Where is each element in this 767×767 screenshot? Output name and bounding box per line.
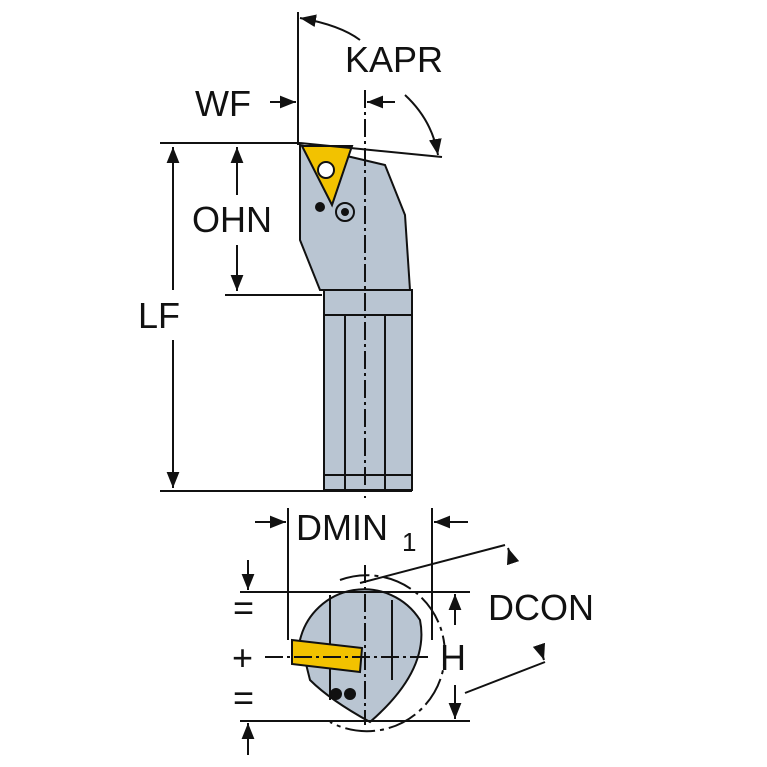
lf-label: LF xyxy=(138,295,180,336)
dcon-label: DCON xyxy=(488,587,594,628)
tool-end-view xyxy=(291,574,446,733)
tool-shank xyxy=(323,289,413,491)
ohn-label: OHN xyxy=(192,199,272,240)
equal-mark-bottom: = xyxy=(233,677,254,718)
dmin-label: DMIN xyxy=(296,507,388,548)
tool-side-view xyxy=(299,143,413,491)
h-label: H xyxy=(440,637,466,678)
dmin-subscript: 1 xyxy=(402,527,416,557)
kapr-label: KAPR xyxy=(345,39,443,80)
center-mark: + xyxy=(232,637,253,678)
equal-mark-top: = xyxy=(233,587,254,628)
wf-label: WF xyxy=(195,83,251,124)
